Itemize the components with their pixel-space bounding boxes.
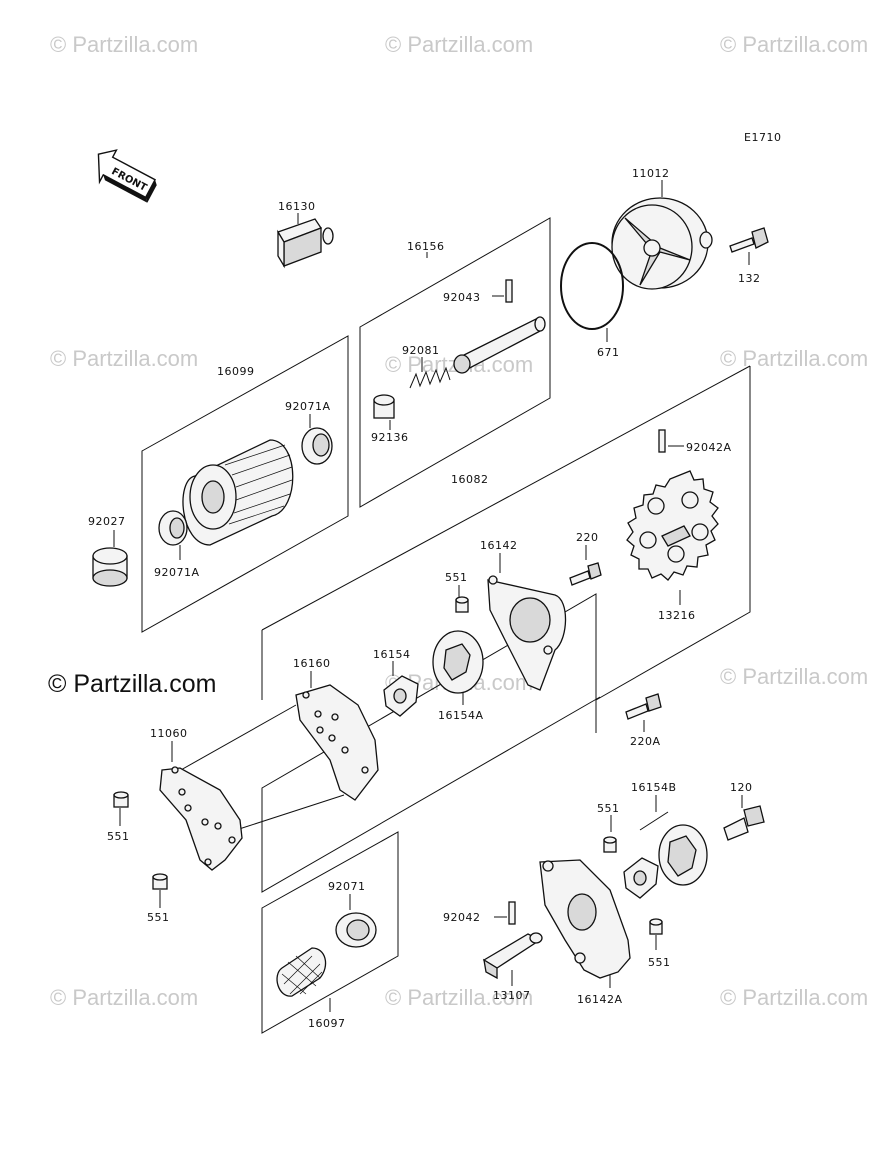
part-132 [729,227,769,253]
watermark: © Partzilla.com [720,664,868,689]
part-92071a-top [301,427,333,465]
part-92071a-bottom [158,510,188,546]
label-92027: 92027 [88,515,126,528]
part-11060 [159,766,243,871]
part-551-b [113,791,129,808]
part-16130 [277,218,334,269]
part-92042 [508,901,516,925]
part-16142a [539,859,631,979]
label-16154a: 16154A [438,709,484,722]
part-16097 [276,947,327,997]
part-92042a [658,429,666,453]
part-16156 [453,316,546,374]
part-551-a [455,596,469,613]
watermark: © Partzilla.com [50,32,198,57]
label-16082: 16082 [451,473,489,486]
label-16160: 16160 [293,657,331,670]
part-labels: 11012 132 16130 16156 92043 92081 92136 … [88,167,761,1030]
label-92081: 92081 [402,344,440,357]
label-220a: 220A [630,735,661,748]
label-551-e: 551 [648,956,671,969]
label-16154: 16154 [373,648,411,661]
label-16099: 16099 [217,365,255,378]
label-92071a-top: 92071A [285,400,331,413]
watermark: © Partzilla.com [385,32,533,57]
label-16142: 16142 [480,539,518,552]
part-671 [560,242,624,330]
watermark: © Partzilla.com [720,346,868,371]
watermark: © Partzilla.com [50,346,198,371]
label-92136: 92136 [371,431,409,444]
part-551-c [152,873,168,890]
part-16154b [658,824,708,886]
watermark: © Partzilla.com [385,985,533,1010]
part-92136 [373,394,395,419]
part-13216 [626,470,719,581]
part-13107 [482,932,543,980]
diagram-code: E1710 [744,131,781,144]
label-92071: 92071 [328,880,366,893]
label-551-b: 551 [107,830,130,843]
label-16154b: 16154B [631,781,677,794]
part-120 [723,805,765,841]
watermark: © Partzilla.com [720,32,868,57]
label-551-c: 551 [147,911,170,924]
label-120: 120 [730,781,753,794]
part-11012 [611,197,713,290]
label-16142a: 16142A [577,993,623,1006]
part-16154b-inner [623,857,659,899]
part-16160 [295,684,379,801]
label-220: 220 [576,531,599,544]
label-16156: 16156 [407,240,445,253]
part-92081 [409,366,451,389]
label-132: 132 [738,272,761,285]
part-220a [625,693,662,720]
label-551-d: 551 [597,802,620,815]
part-16142 [487,575,567,691]
part-16154 [383,675,419,717]
part-220 [569,562,602,586]
part-551-e [649,918,663,935]
watermark: © Partzilla.com [720,985,868,1010]
label-92071a-bottom: 92071A [154,566,200,579]
label-16097: 16097 [308,1017,346,1030]
label-671: 671 [597,346,620,359]
label-13107: 13107 [493,989,531,1002]
part-16099 [182,439,294,546]
part-92043 [505,279,513,303]
part-16154a [432,630,484,694]
label-16130: 16130 [278,200,316,213]
label-11012: 11012 [632,167,670,180]
part-92027 [92,547,128,587]
label-92042a: 92042A [686,441,732,454]
label-551-a: 551 [445,571,468,584]
part-92071 [335,912,377,948]
part-551-d [603,836,617,853]
group-frames [141,217,751,1034]
front-arrow-icon: FRONT [97,149,157,203]
label-11060: 11060 [150,727,188,740]
label-92043: 92043 [443,291,481,304]
watermark-main: © Partzilla.com [48,670,216,698]
watermark: © Partzilla.com [50,985,198,1010]
label-92042: 92042 [443,911,481,924]
label-13216: 13216 [658,609,696,622]
